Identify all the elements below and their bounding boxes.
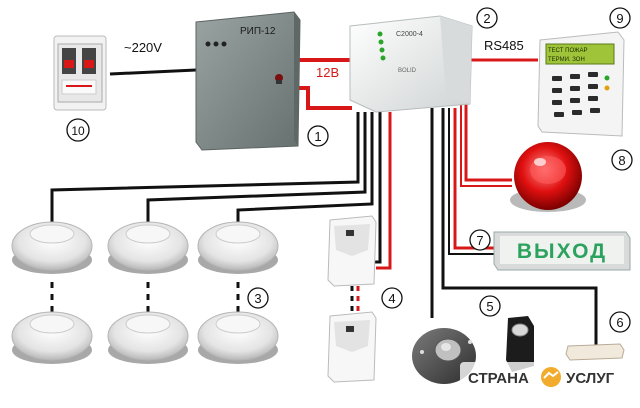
callout-2: 2: [476, 7, 498, 29]
callout-3: 3: [247, 287, 269, 309]
callout-9: 9: [609, 7, 631, 29]
svg-text:7: 7: [476, 233, 483, 248]
wire-12v-lower: [296, 86, 352, 110]
wire-smoke-2: [146, 112, 367, 222]
motion-sensor: [327, 311, 377, 383]
wire-smoke-1: [50, 112, 360, 222]
svg-text:8: 8: [618, 153, 625, 168]
callout-6: 6: [609, 311, 631, 333]
handshake-icon: [541, 367, 561, 387]
keypad-panel: ТЕСТ ПОЖАР ТЕРМИ. ЗОН: [537, 31, 625, 137]
svg-text:9: 9: [616, 11, 623, 26]
key-fob: [506, 316, 534, 372]
motion-sensor: [327, 215, 377, 287]
callout-4: 4: [381, 287, 403, 309]
smoke-detector: [11, 311, 93, 364]
callout-10: 10: [66, 118, 90, 142]
watermark-right: УСЛУГ: [566, 370, 615, 387]
smoke-detector: [11, 221, 93, 274]
svg-text:2: 2: [483, 11, 490, 26]
wire-siren: [464, 96, 512, 182]
callout-7: 7: [469, 229, 491, 251]
siren-strobe: [510, 142, 586, 212]
wire-motion-red: [376, 112, 392, 270]
wire-smoke-3: [236, 112, 374, 222]
svg-text:4: 4: [388, 291, 395, 306]
callout-8: 8: [611, 149, 633, 171]
voltage-12-label: 12В: [316, 65, 339, 80]
psu-model-label: РИП-12: [240, 26, 276, 37]
keypad-lcd: [545, 43, 615, 65]
svg-text:3: 3: [254, 291, 261, 306]
keypad-screen-line2: ТЕРМИ. ЗОН: [548, 57, 585, 63]
keypad-screen-line1: ТЕСТ ПОЖАР: [548, 48, 588, 54]
wire-siren-2: [460, 98, 512, 187]
door-contact-sensor: [565, 343, 625, 361]
watermark: СТРАНА УСЛУГ: [460, 362, 640, 392]
callout-5: 5: [479, 295, 501, 317]
rs485-label: RS485: [484, 38, 524, 53]
exit-sign-text: ВЫХОД: [517, 240, 607, 263]
exit-sign: ВЫХОД: [493, 231, 631, 271]
wire-exit-sign-black: [448, 108, 494, 255]
power-supply-unit: РИП-12: [195, 11, 301, 151]
smoke-detector: [107, 311, 189, 364]
svg-text:5: 5: [486, 299, 493, 314]
controller-brand-label: BOLID: [398, 68, 417, 74]
smoke-detector: [107, 221, 189, 274]
svg-text:10: 10: [71, 124, 85, 138]
motion-sensors: [327, 215, 377, 383]
callout-1: 1: [307, 125, 329, 147]
voltage-220-label: ~220V: [124, 40, 162, 55]
wire-door-contact: [441, 108, 598, 346]
smoke-detector: [197, 221, 279, 274]
svg-text:1: 1: [314, 129, 321, 144]
wiring: [50, 58, 598, 346]
smoke-detectors: [11, 221, 279, 364]
controller-model-label: С2000-4: [396, 31, 423, 38]
svg-text:6: 6: [616, 315, 623, 330]
watermark-left: СТРАНА: [468, 370, 529, 387]
smoke-detector: [197, 311, 279, 364]
circuit-breaker: [53, 35, 107, 111]
wire-220v: [109, 68, 197, 76]
controller-c2000-4: С2000-4 BOLID: [349, 15, 473, 113]
